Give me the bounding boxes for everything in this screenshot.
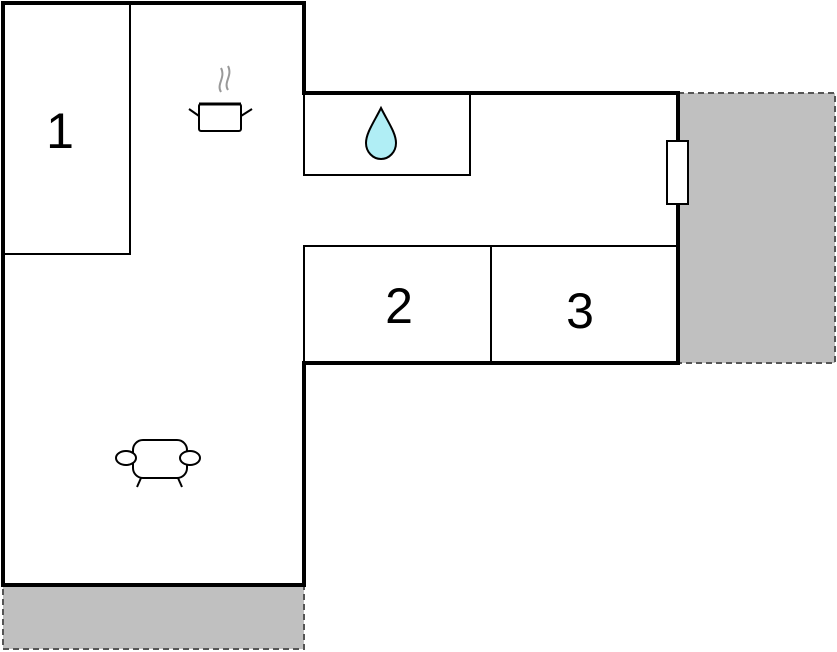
terrace-bottom: [2, 584, 305, 650]
door-symbol: [666, 140, 689, 205]
room-label-2: 2: [385, 278, 413, 334]
water-drop-icon: [364, 105, 398, 161]
cooking-pot-icon: [188, 65, 253, 132]
room-bedroom-3: [490, 245, 679, 364]
room-label-3: 3: [566, 283, 594, 339]
room-bedroom-1: [2, 2, 131, 255]
terrace-right: [677, 92, 836, 364]
room-bathroom: [303, 92, 471, 176]
room-label-1: 1: [46, 103, 74, 159]
sofa-icon: [115, 439, 201, 488]
